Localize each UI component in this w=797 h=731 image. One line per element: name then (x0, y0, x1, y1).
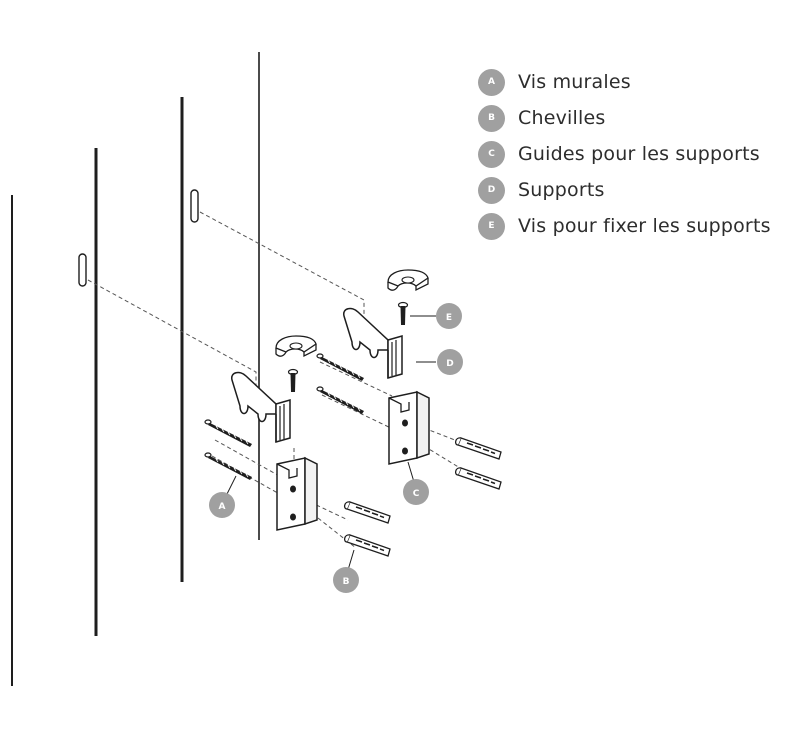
plug-2 (343, 534, 391, 557)
callout-a: A (209, 492, 235, 518)
wall-screw-3 (316, 353, 365, 382)
legend-badge-a: A (478, 68, 505, 96)
legend-label-e: Vis pour fixer les supports (518, 215, 771, 237)
legend-item-a: A Vis murales (478, 64, 771, 100)
legend-item-c: C Guides pour les supports (478, 136, 771, 172)
callout-b: B (333, 567, 359, 593)
bracket-screw-right (397, 301, 409, 326)
bracket-left (230, 371, 291, 443)
callout-e: E (436, 303, 462, 329)
svg-text:D: D (446, 359, 453, 369)
wall-screw-2 (204, 452, 253, 481)
wall-screw-4 (316, 386, 365, 415)
plug-3 (454, 437, 502, 460)
wall-slot-2 (190, 189, 199, 223)
svg-text:E: E (446, 313, 452, 323)
bracket-screw-left (287, 368, 299, 393)
callout-leaders (225, 315, 436, 571)
legend-item-e: E Vis pour fixer les supports (478, 208, 771, 244)
plug-1 (343, 501, 391, 524)
parts-legend: A Vis murales B Chevilles C Guides pour … (478, 64, 771, 244)
legend-label-c: Guides pour les supports (518, 143, 760, 165)
alignment-lines (87, 211, 461, 549)
svg-text:B: B (343, 577, 350, 587)
bracket-right (342, 307, 403, 379)
wall-slot-1 (78, 253, 87, 287)
guide-left (276, 457, 318, 531)
callout-d: D (437, 349, 463, 375)
guide-right (388, 391, 430, 465)
legend-badge-e: E (478, 212, 505, 240)
clip-right (387, 269, 429, 291)
legend-label-d: Supports (518, 179, 605, 201)
legend-badge-c: C (478, 140, 505, 168)
legend-item-b: B Chevilles (478, 100, 771, 136)
clip-left (275, 335, 317, 357)
legend-badge-d: D (478, 176, 505, 204)
legend-item-d: D Supports (478, 172, 771, 208)
plug-4 (454, 467, 502, 490)
callout-c: C (403, 479, 429, 505)
legend-badge-b: B (478, 104, 505, 132)
svg-text:C: C (413, 489, 420, 499)
wall-screw-1 (204, 419, 253, 448)
legend-label-b: Chevilles (518, 107, 606, 129)
svg-text:A: A (219, 502, 226, 512)
legend-label-a: Vis murales (518, 71, 631, 93)
